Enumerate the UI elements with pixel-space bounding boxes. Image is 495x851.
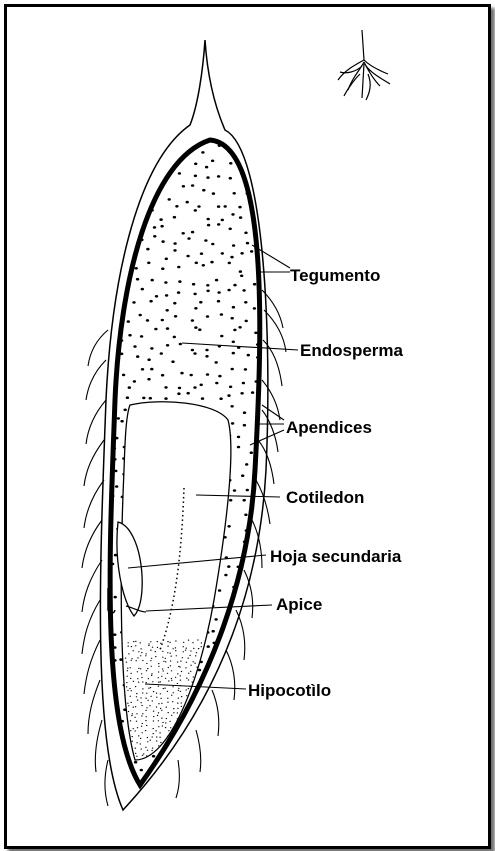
root-tuft-sketch: [338, 30, 390, 100]
label-tegumento: Tegumento: [290, 266, 380, 285]
label-hipocotilo: Hipocotìlo: [248, 681, 331, 700]
label-apendices: Apendices: [286, 418, 372, 437]
label-cotiledon: Cotiledon: [286, 488, 364, 507]
label-endosperma: Endosperma: [300, 341, 404, 360]
label-hoja-secundaria: Hoja secundaria: [270, 547, 402, 566]
label-apice: Apice: [276, 595, 322, 614]
